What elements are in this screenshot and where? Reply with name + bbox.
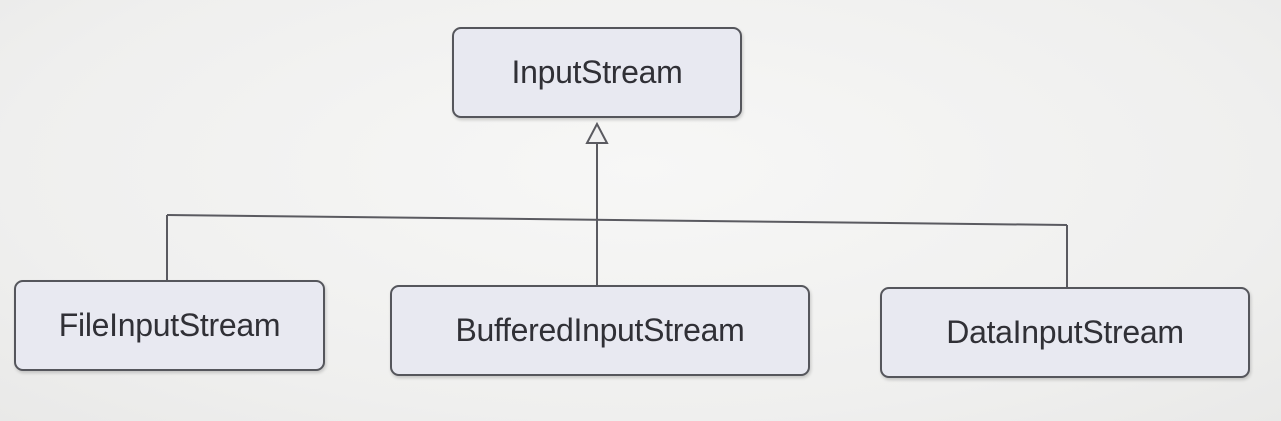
class-label-fileinputstream: FileInputStream [58,307,281,343]
class-label-bufferedinputstream: BufferedInputStream [455,312,745,348]
class-box-bufferedinputstream: BufferedInputStream [390,285,810,376]
class-label-inputstream: InputStream [511,54,683,90]
class-box-datainputstream: DataInputStream [880,287,1250,378]
class-box-inputstream: InputStream [452,27,742,118]
inheritance-bus-line [166,214,1068,226]
class-box-fileinputstream: FileInputStream [14,280,325,371]
class-label-datainputstream: DataInputStream [946,314,1184,350]
generalization-arrow-icon [585,121,609,144]
